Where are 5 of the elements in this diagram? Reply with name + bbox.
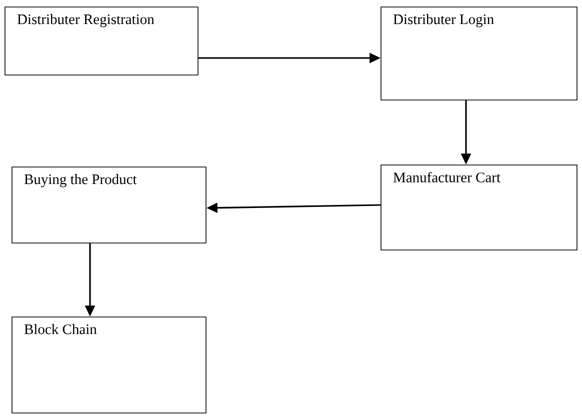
process-box: Manufacturer Cart [380, 164, 578, 250]
process-box: Distributer Registration [4, 6, 198, 76]
process-box: Block Chain [12, 316, 206, 414]
process-box: Buying the Product [12, 166, 206, 244]
process-box: Distributer Login [380, 6, 578, 100]
